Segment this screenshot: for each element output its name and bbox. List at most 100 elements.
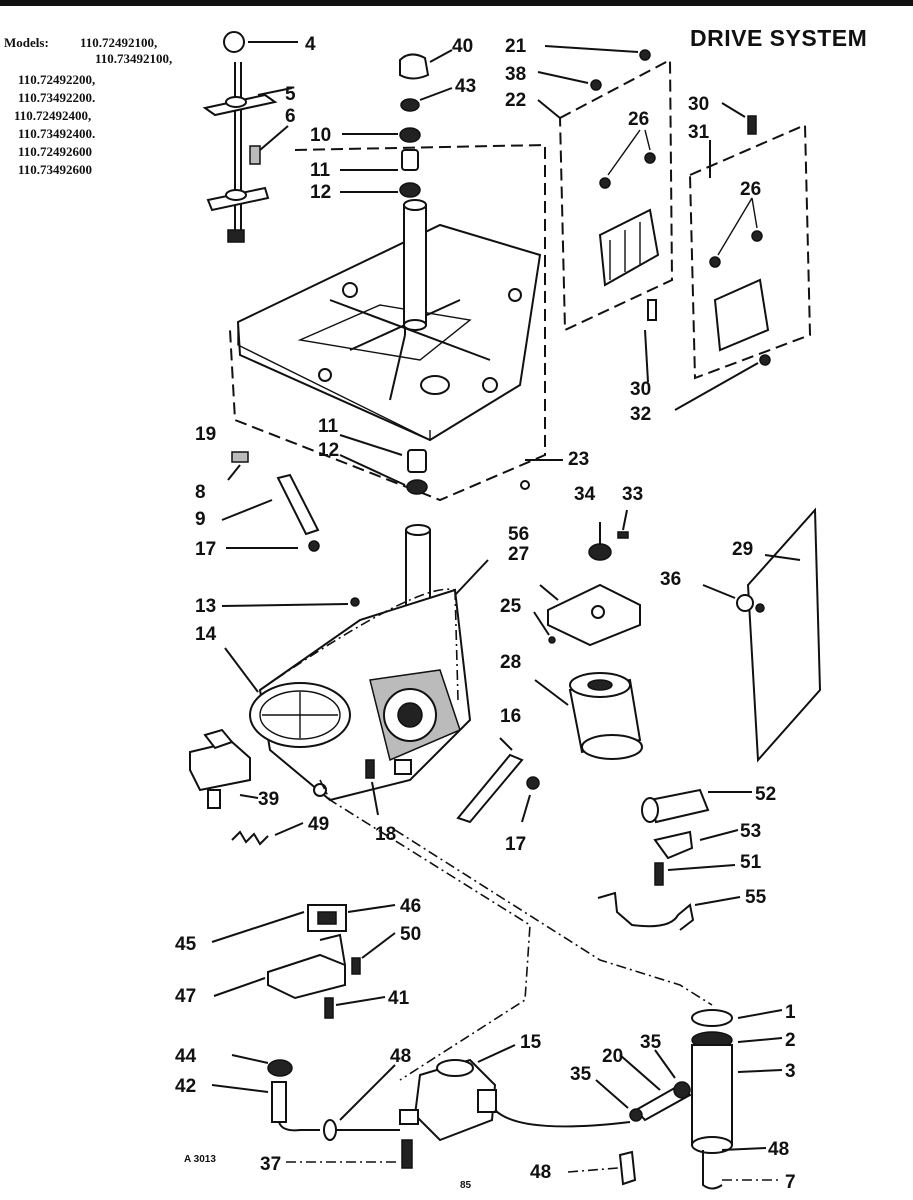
part-pump-tube — [567, 1009, 783, 1190]
callout-2: 2 — [785, 1030, 796, 1051]
callout-30-top: 30 — [688, 94, 709, 115]
callout-4: 4 — [305, 34, 316, 55]
part-stack-lower — [339, 434, 563, 495]
callout-47: 47 — [175, 986, 196, 1007]
callout-23: 23 — [568, 449, 589, 470]
part-bracket-16 — [456, 737, 540, 824]
callout-12-bottom: 12 — [318, 440, 339, 461]
part-motor-28 — [534, 672, 643, 760]
callout-36: 36 — [660, 569, 681, 590]
page-number: 85 — [460, 1180, 472, 1191]
callout-42: 42 — [175, 1076, 196, 1097]
callout-55: 55 — [745, 887, 767, 908]
model-7: 110.72492600 — [18, 144, 92, 159]
callout-49: 49 — [308, 814, 329, 835]
diagram-title: DRIVE SYSTEM — [690, 25, 867, 51]
callout-13: 13 — [195, 596, 216, 617]
part-switch-bracket — [211, 904, 396, 1019]
callout-17-left: 17 — [195, 539, 216, 560]
model-1: 110.72492100, — [80, 35, 157, 50]
model-6: 110.73492400. — [18, 126, 95, 141]
callout-9: 9 — [195, 509, 206, 530]
models-block: Models: 110.72492100, 110.73492100, 110.… — [4, 35, 172, 177]
part-base-plate — [229, 143, 546, 502]
callout-14: 14 — [195, 624, 217, 645]
callout-28: 28 — [500, 652, 521, 673]
callout-8: 8 — [195, 482, 206, 503]
part-rod-assembly — [202, 31, 298, 243]
callout-3: 3 — [785, 1061, 796, 1082]
callout-38: 38 — [505, 64, 526, 85]
callout-22: 22 — [505, 90, 526, 111]
callout-31: 31 — [688, 122, 710, 143]
callout-11-bottom: 11 — [318, 416, 339, 437]
callout-7: 7 — [785, 1172, 796, 1193]
model-5: 110.72492400, — [14, 108, 91, 123]
models-label: Models: — [4, 35, 49, 50]
callout-27: 27 — [508, 544, 529, 565]
leader-30 — [644, 329, 649, 383]
callout-40: 40 — [452, 36, 473, 57]
callout-39: 39 — [258, 789, 279, 810]
part-hose-right — [595, 1049, 692, 1122]
callout-21: 21 — [505, 36, 527, 57]
callout-46: 46 — [400, 896, 421, 917]
callout-11-top: 11 — [310, 160, 331, 181]
callout-48-bottom: 48 — [530, 1162, 551, 1183]
callout-37: 37 — [260, 1154, 281, 1175]
callout-29: 29 — [732, 539, 753, 560]
model-2: 110.73492100, — [95, 51, 172, 66]
callout-12-top: 12 — [310, 182, 331, 203]
part-valve-15 — [399, 1044, 631, 1169]
part-capacitor — [597, 788, 752, 931]
model-4: 110.73492200. — [18, 90, 95, 105]
part-bracket-27 — [533, 509, 641, 647]
callout-48-left: 48 — [390, 1046, 411, 1067]
model-3: 110.72492200, — [18, 72, 95, 87]
callout-50: 50 — [400, 924, 421, 945]
callout-34: 34 — [574, 484, 596, 505]
callout-26-left: 26 — [628, 109, 649, 130]
callout-44: 44 — [175, 1046, 197, 1067]
callout-35-top: 35 — [640, 1032, 662, 1053]
part-panel-22 — [537, 45, 674, 332]
callout-53: 53 — [740, 821, 761, 842]
callout-48-right: 48 — [768, 1139, 789, 1160]
callout-17-right: 17 — [505, 834, 526, 855]
callout-6: 6 — [285, 106, 296, 127]
callout-30-bottom: 30 — [630, 379, 651, 400]
figure-code: A 3013 — [184, 1154, 216, 1165]
callout-1: 1 — [785, 1002, 796, 1023]
callout-20: 20 — [602, 1046, 623, 1067]
callout-35-bottom: 35 — [570, 1064, 592, 1085]
callout-51: 51 — [740, 852, 762, 873]
callout-10: 10 — [310, 125, 331, 146]
part-panel-29 — [702, 507, 822, 763]
part-spring-49 — [231, 822, 304, 846]
callout-25: 25 — [500, 596, 522, 617]
part-hose-left — [211, 1054, 400, 1163]
callout-32: 32 — [630, 404, 651, 425]
callout-33: 33 — [622, 484, 643, 505]
callout-43: 43 — [455, 76, 476, 97]
part-hose-routing — [319, 779, 713, 1081]
model-8: 110.73492600 — [18, 162, 92, 177]
part-panel-31 — [674, 102, 812, 411]
callout-16: 16 — [500, 706, 521, 727]
part-transmission — [221, 524, 489, 816]
callout-19: 19 — [195, 424, 216, 445]
top-border — [0, 0, 913, 6]
part-bracket-left — [221, 451, 320, 552]
part-stack-top — [340, 49, 453, 198]
callout-52: 52 — [755, 784, 776, 805]
callout-15: 15 — [520, 1032, 542, 1053]
callout-56: 56 — [508, 524, 529, 545]
callout-5: 5 — [285, 84, 296, 105]
part-pump-39 — [189, 728, 259, 809]
callout-26-right: 26 — [740, 179, 761, 200]
callout-45: 45 — [175, 934, 197, 955]
callout-18: 18 — [375, 824, 396, 845]
callout-41: 41 — [388, 988, 410, 1009]
callouts: 4 5 6 10 11 12 40 43 21 38 22 26 30 31 2… — [175, 34, 796, 1193]
